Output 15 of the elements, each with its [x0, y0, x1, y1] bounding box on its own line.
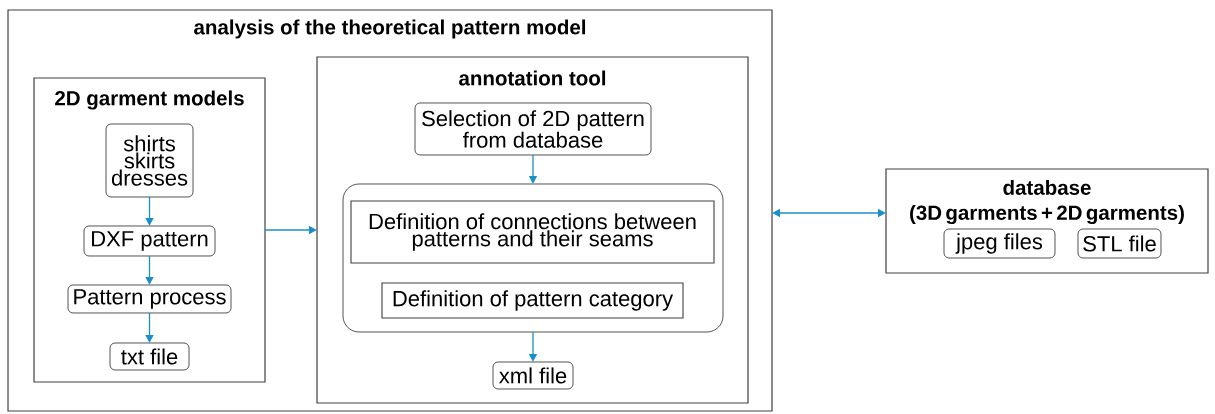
process-box: DXF pattern — [83, 225, 216, 257]
group-box — [342, 183, 724, 333]
process-box: Definition of connections between patterns and their seams — [350, 200, 715, 264]
process-box: xml file — [492, 361, 574, 390]
arrow — [772, 208, 886, 218]
process-box: shirts skirts dresses — [105, 123, 194, 198]
arrow — [145, 255, 154, 285]
process-box: Definition of pattern category — [381, 282, 684, 319]
process-box: Pattern process — [67, 284, 232, 314]
process-box: jpeg files — [943, 228, 1056, 259]
process-box: txt file — [109, 342, 190, 371]
arrow — [145, 196, 154, 226]
process-box: Selection of 2D pattern from database — [414, 102, 652, 156]
process-box: STL file — [1077, 228, 1162, 259]
arrow — [145, 312, 154, 343]
